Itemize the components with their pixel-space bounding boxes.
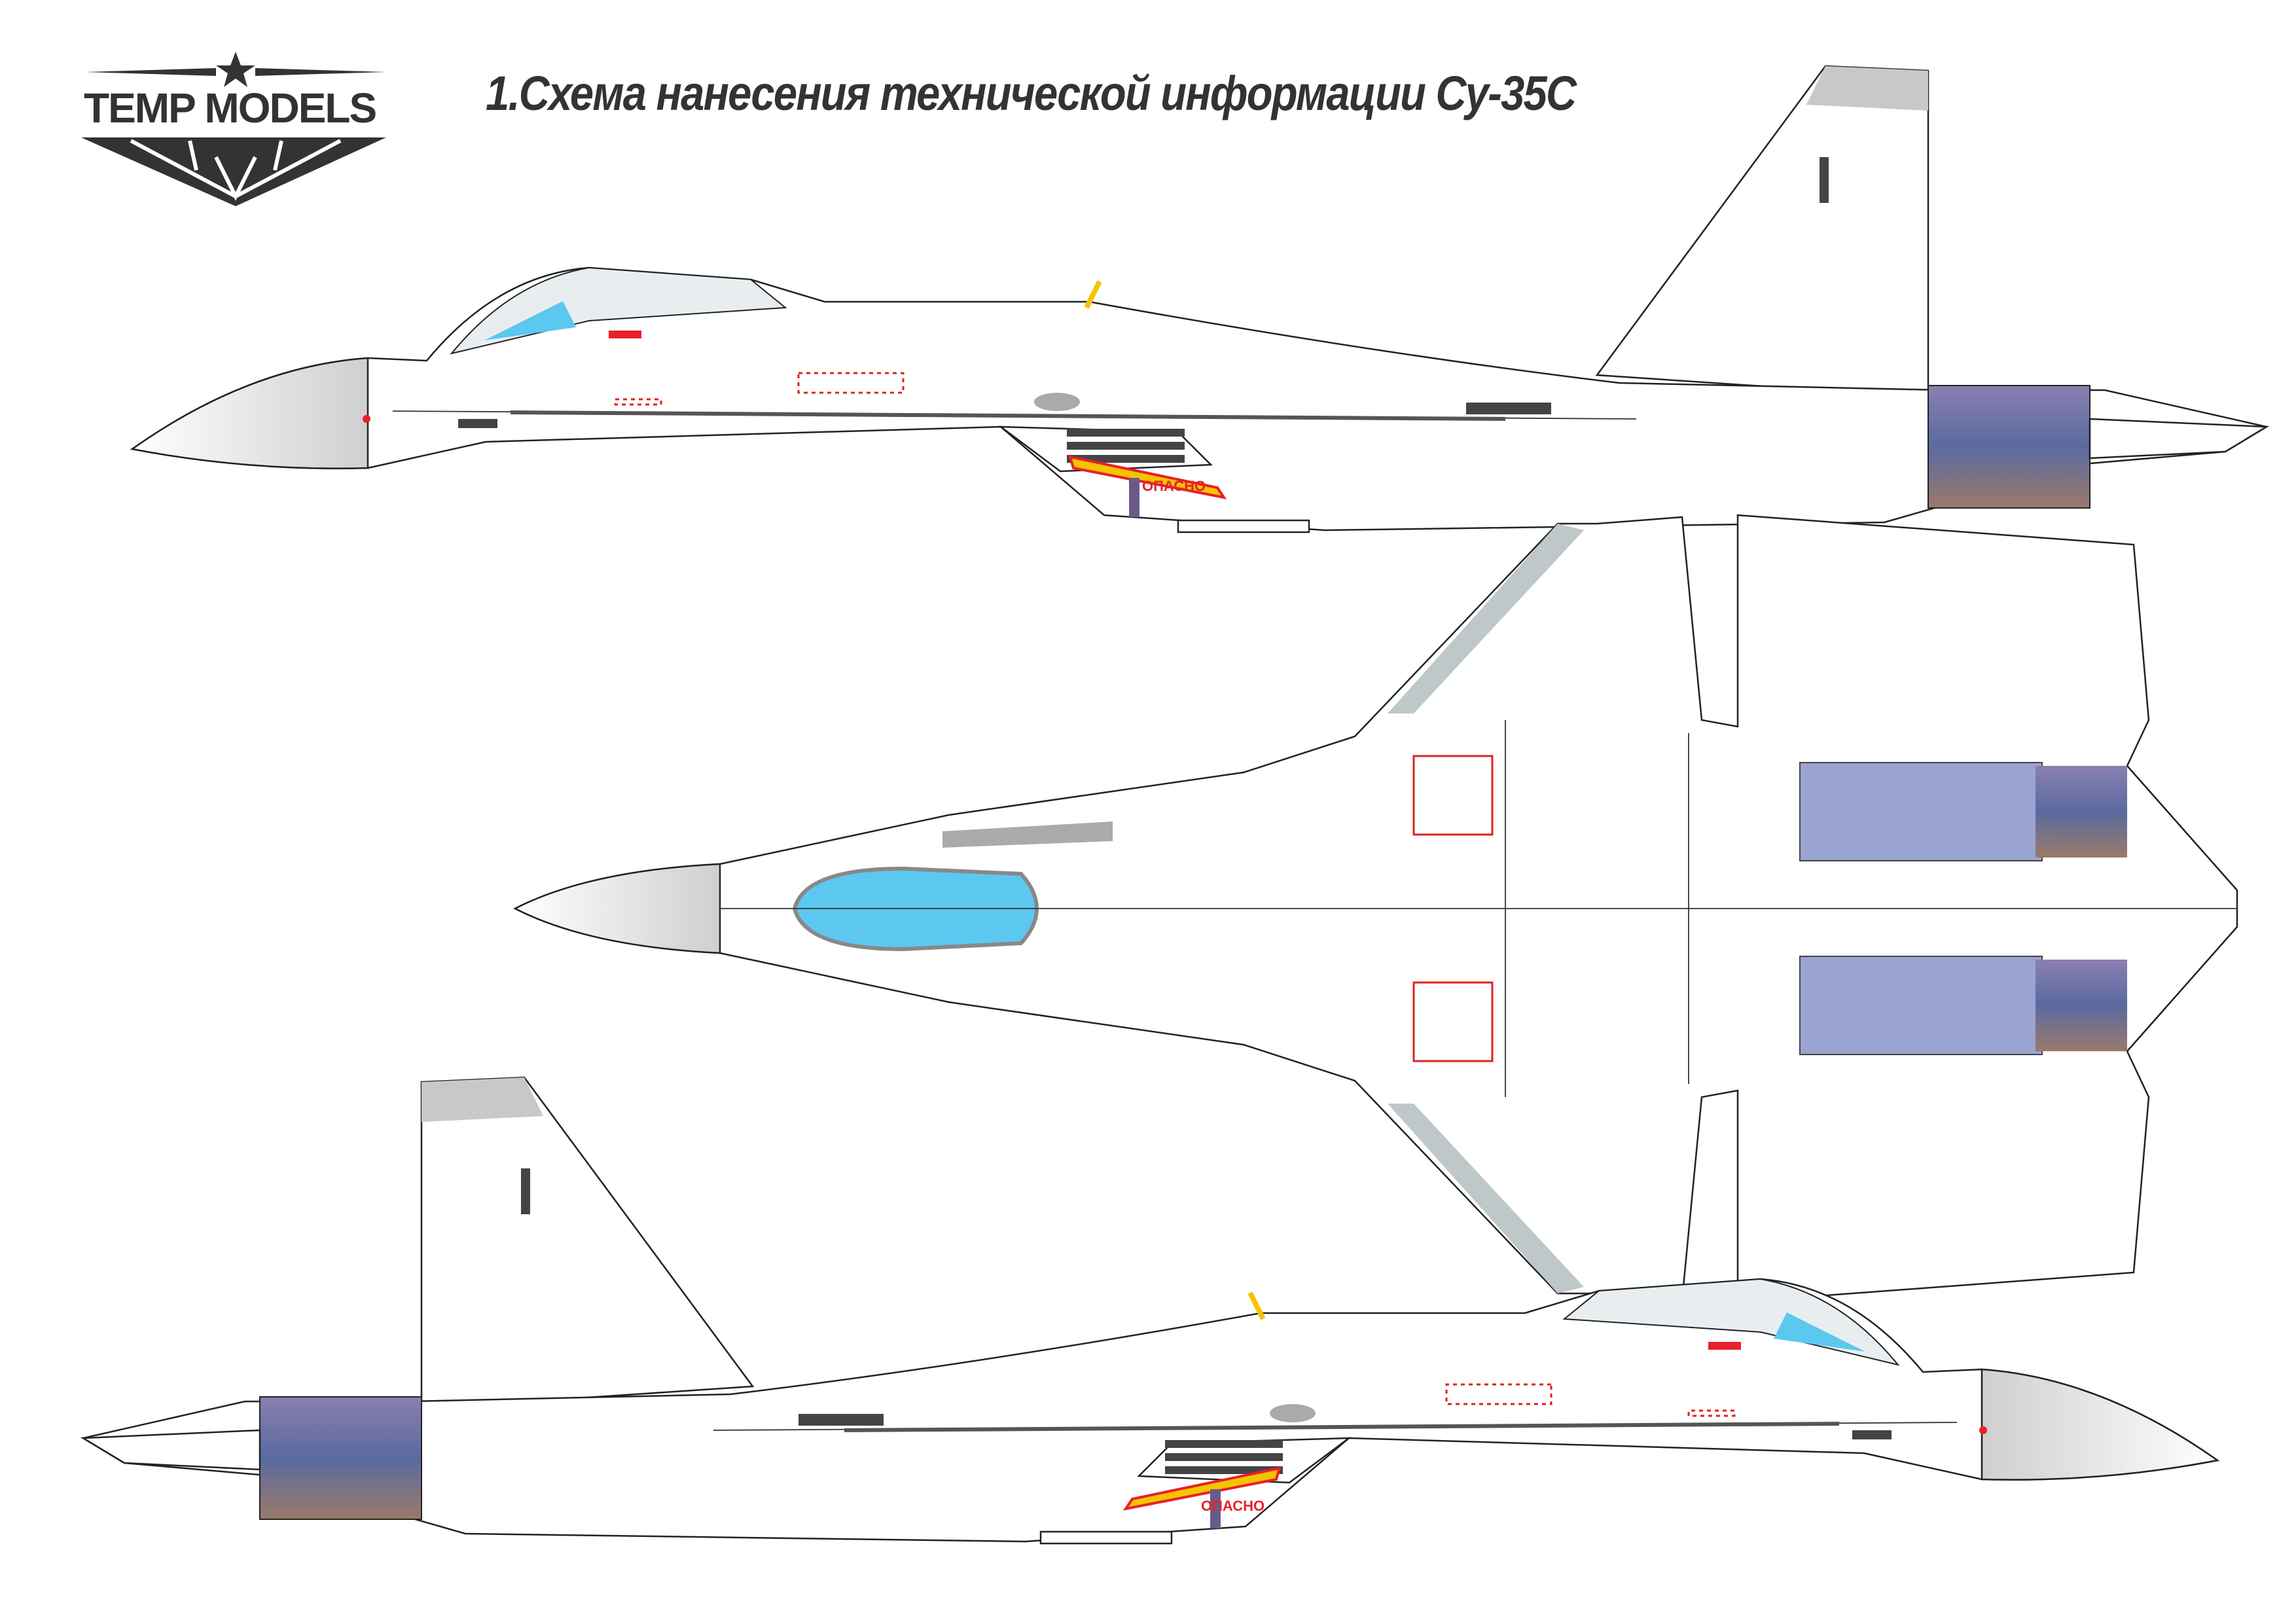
temp-models-logo [81, 52, 386, 206]
danger-label-bottom: ОПАСНО [1201, 1498, 1265, 1514]
plan-view [513, 514, 2238, 1303]
star-icon [216, 52, 255, 87]
logo-text: TEMP MODELS [84, 84, 377, 132]
danger-label-top: ОПАСНО [1142, 478, 1206, 494]
side-view-left [132, 66, 2267, 532]
page-title: 1.Схема нанесения технической информации… [486, 66, 1577, 120]
